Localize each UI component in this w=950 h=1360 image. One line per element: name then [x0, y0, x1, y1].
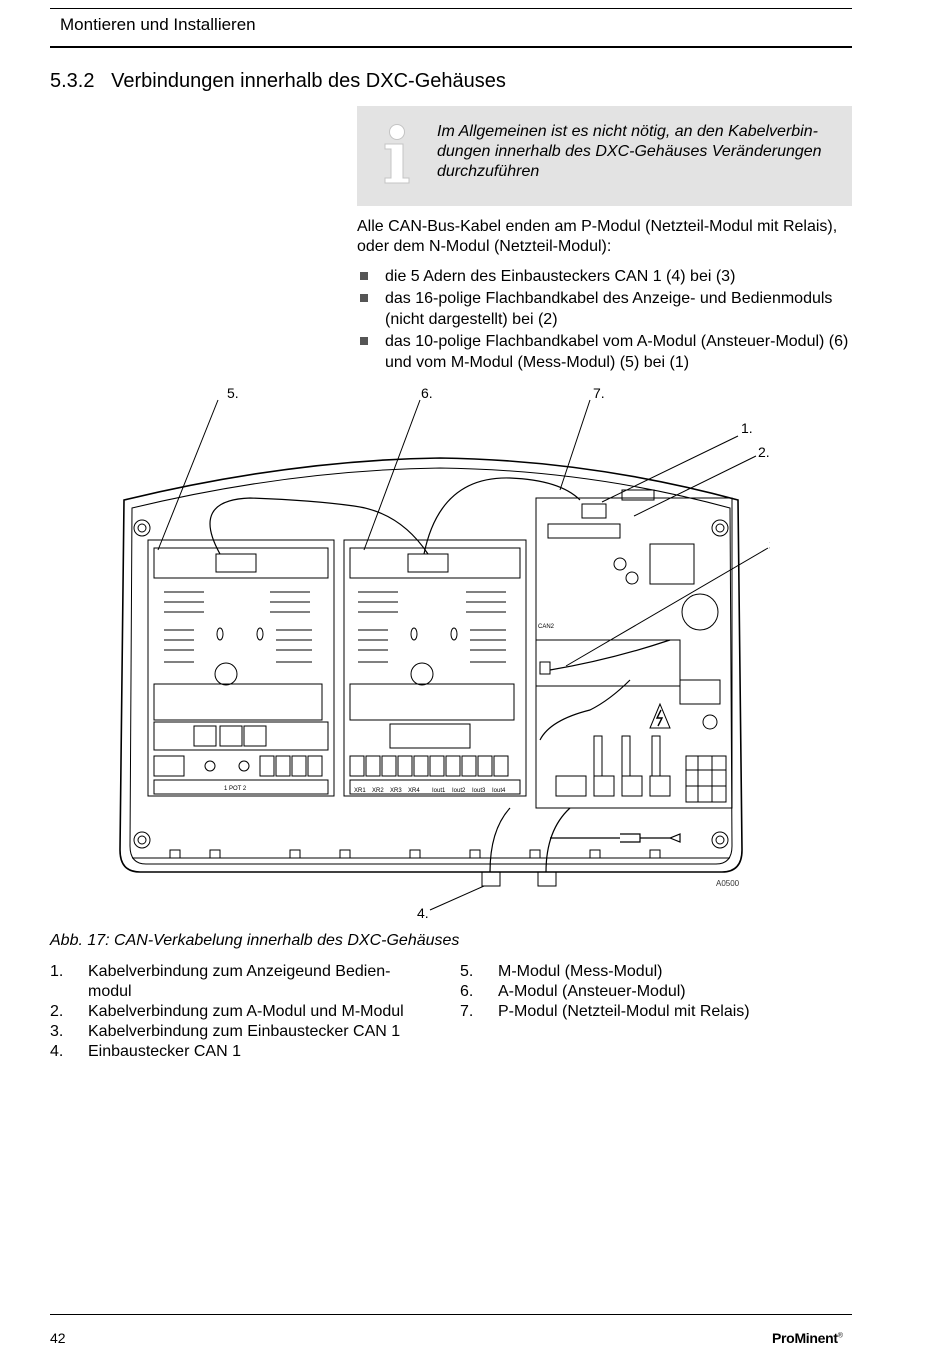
intro-paragraph: Alle CAN-Bus-Kabel enden am P-Modul (Net… — [357, 218, 838, 255]
label-xr3: XR3 — [390, 788, 402, 794]
label-iout3: Iout3 — [472, 788, 486, 794]
list-item: das 10-polige Flachbandkabel vom A-Modul… — [357, 331, 857, 373]
label-xr2: XR2 — [372, 788, 384, 794]
legend-right: 5.M-Modul (Mess-Modul) 6.A-Modul (Ansteu… — [460, 962, 850, 1022]
list-item: 5.M-Modul (Mess-Modul) — [460, 963, 663, 980]
note-text: Im Allgemeinen ist es nicht nötig, an de… — [437, 123, 822, 180]
callout-1: 1. — [741, 420, 753, 436]
callout-4: 4. — [417, 905, 429, 920]
bullet-list: die 5 Adern des Einbausteckers CAN 1 (4)… — [357, 266, 857, 374]
wiring-diagram: CAN2 1 POT 2 XR1 XR2 XR3 XR4 Iout1 Iout2… — [119, 385, 770, 920]
info-note: Im Allgemeinen ist es nicht nötig, an de… — [357, 106, 852, 206]
callout-6: 6. — [421, 385, 433, 401]
label-xr1: XR1 — [354, 788, 366, 794]
label-can2: CAN2 — [538, 624, 555, 630]
callout-3: 3. — [769, 537, 770, 553]
list-item: 1.Kabelverbindung zum Anzeigeund Bedien-… — [50, 963, 391, 1000]
section-title: 5.3.2 Verbindungen innerhalb des DXC-Geh… — [50, 70, 506, 92]
list-item: 2.Kabelverbindung zum A-Modul und M-Modu… — [50, 1003, 404, 1020]
bullet-icon — [360, 294, 368, 302]
callout-5: 5. — [227, 385, 239, 401]
label-iout1: Iout1 — [432, 788, 446, 794]
header-rule-top — [50, 8, 852, 9]
footer-rule — [50, 1314, 852, 1315]
label-iout4: Iout4 — [492, 788, 506, 794]
label-xr4: XR4 — [408, 788, 420, 794]
bullet-icon — [360, 337, 368, 345]
legend-left: 1.Kabelverbindung zum Anzeigeund Bedien-… — [50, 962, 430, 1062]
figure-caption: Abb. 17: CAN-Verkabelung innerhalb des D… — [50, 932, 460, 949]
list-item: 7.P-Modul (Netzteil-Modul mit Relais) — [460, 1003, 750, 1020]
header-rule-bottom — [50, 46, 852, 48]
page-number: 42 — [50, 1330, 66, 1346]
info-icon — [384, 124, 410, 184]
figure-code: A0500 — [716, 879, 740, 888]
chapter-title: Montieren und Installieren — [60, 15, 256, 34]
callout-2: 2. — [758, 444, 770, 460]
label-pot: 1 POT 2 — [224, 786, 247, 792]
list-item: 3.Kabelverbindung zum Einbaustecker CAN … — [50, 1023, 401, 1040]
label-iout2: Iout2 — [452, 788, 466, 794]
bullet-icon — [360, 272, 368, 280]
callout-7: 7. — [593, 385, 605, 401]
list-item: die 5 Adern des Einbausteckers CAN 1 (4)… — [357, 266, 857, 287]
logo: ProMinent® — [772, 1330, 843, 1346]
list-item: das 16-polige Flachbandkabel des Anzeige… — [357, 288, 857, 330]
list-item: 4.Einbaustecker CAN 1 — [50, 1043, 241, 1060]
list-item: 6.A-Modul (Ansteuer-Modul) — [460, 983, 686, 1000]
